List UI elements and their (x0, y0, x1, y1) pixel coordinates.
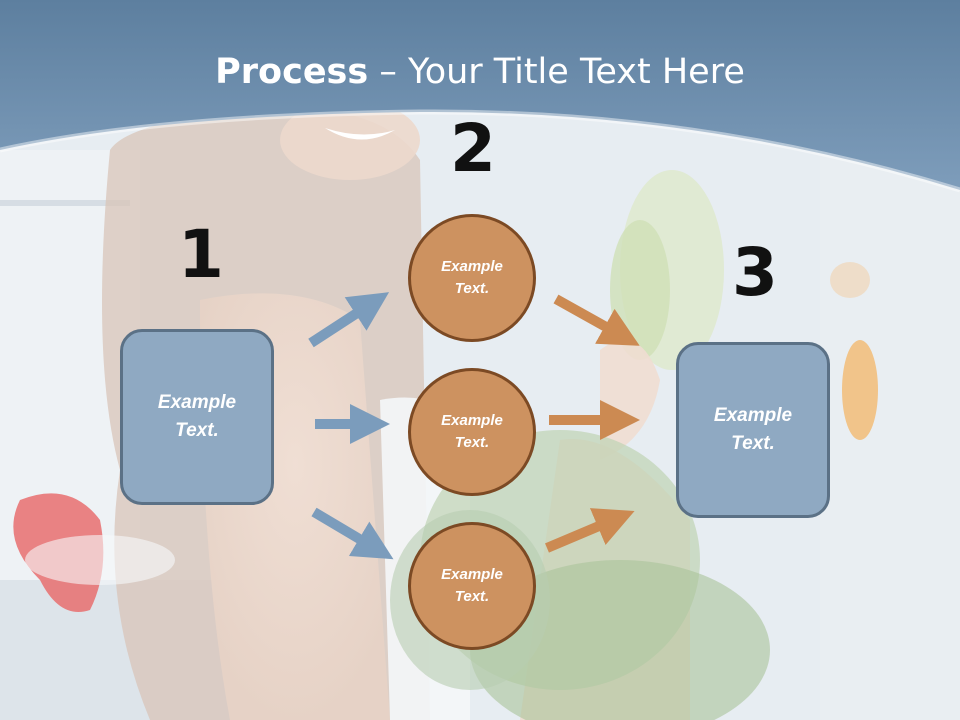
title-rest: – Your Title Text Here (368, 52, 745, 92)
slide-title: Process – Your Title Text Here (0, 52, 960, 92)
circle-middle-line1: Example (441, 411, 503, 429)
step-number-1: 1 (178, 216, 224, 293)
left-box-line2: Text. (175, 420, 219, 441)
right-box-line2: Text. (731, 433, 775, 454)
title-bold: Process (215, 52, 369, 92)
step-number-2: 2 (450, 110, 496, 187)
left-box-line1: Example (157, 391, 237, 413)
circle-top-line2: Text. (454, 280, 490, 297)
step-number-3: 3 (732, 234, 778, 311)
circle-bottom-line1: Example (441, 565, 503, 583)
right-box-line1: Example (713, 404, 793, 426)
circle-bottom-line2: Text. (454, 588, 490, 605)
circle-top-line1: Example (441, 257, 503, 275)
circle-middle-line2: Text. (454, 434, 490, 451)
